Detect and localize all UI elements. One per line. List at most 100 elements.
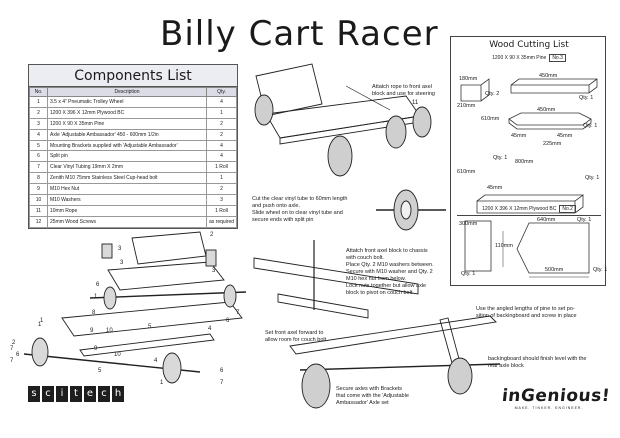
- side-chassis: [289, 315, 497, 355]
- col-description: Description: [47, 87, 207, 97]
- component-no: 3: [29, 117, 48, 130]
- pine-plank-b: [510, 78, 598, 94]
- part-num: 4: [208, 326, 212, 332]
- wood-heading: Wood Cutting List: [489, 40, 569, 50]
- col-no: No.: [29, 87, 48, 97]
- component-no: 2: [29, 106, 48, 119]
- cart-wheel-icon: [327, 135, 353, 177]
- component-no: 1: [29, 96, 48, 108]
- component-desc: 10mm Rope: [47, 204, 207, 217]
- dim-c5: 45mm: [557, 133, 573, 139]
- component-qty: as required: [205, 215, 238, 228]
- wheel-front-right-icon: [223, 284, 237, 308]
- part-num: 1: [38, 322, 42, 328]
- pine-label: 1200 X 90 X 35mm Pine: [492, 55, 547, 61]
- component-qty: 4: [205, 139, 238, 152]
- wood-block-2-icon: [101, 243, 113, 259]
- scitech-letter: h: [112, 386, 124, 402]
- scitech-letter: c: [42, 386, 54, 402]
- component-desc: Split pin: [47, 150, 207, 163]
- component-qty: 2: [205, 117, 238, 130]
- component-desc: 1200 X 396 X 12mm Plywood BC: [47, 106, 207, 119]
- scitech-letter: t: [70, 386, 82, 402]
- chassis-section: [253, 257, 419, 295]
- axle-block-drawing: [253, 240, 419, 319]
- component-no: 10: [29, 194, 48, 206]
- dim-a3: Qty. 2: [485, 91, 500, 97]
- component-qty: 1: [205, 106, 238, 119]
- ingenious-tagline: MAKE. TINKER. ENGINEER.: [514, 406, 584, 410]
- part-num: 6: [220, 368, 224, 374]
- scitech-letter: s: [28, 386, 40, 402]
- component-desc: M10 Washers: [47, 194, 207, 206]
- dim-b1: 450mm: [539, 73, 558, 79]
- dim-c4: 45mm: [511, 133, 527, 139]
- part-num: 6: [16, 352, 20, 358]
- dim-a1: 180mm: [459, 76, 478, 82]
- cart-wheel-icon: [412, 106, 432, 138]
- side-wheel-icon: [447, 357, 473, 395]
- pine-angled-c: [508, 112, 592, 130]
- component-desc: 1200 X 90 X 35mm Pine: [47, 117, 207, 130]
- scitech-letter: i: [56, 386, 68, 402]
- part-num: 4: [154, 358, 158, 364]
- ply-board-f: [516, 222, 590, 274]
- pine-rail: [79, 333, 215, 357]
- component-no: 9: [29, 183, 48, 196]
- seat-board: [107, 261, 225, 291]
- component-qty: 2: [205, 128, 238, 141]
- ply-badge: No.2: [559, 205, 576, 213]
- scitech-letter: c: [98, 386, 110, 402]
- part-num: 9: [90, 328, 94, 334]
- part-num: 7: [220, 380, 224, 386]
- wheel-front-left-icon: [31, 337, 49, 367]
- callout-angled: Use the angled lengths of pine to set po…: [476, 306, 577, 319]
- wheel-rear-right-icon: [162, 352, 182, 384]
- part-num: 1: [160, 380, 164, 386]
- ingenious-logo: inGenious! MAKE. TINKER. ENGINEER.: [501, 386, 611, 410]
- ply-label: 1200 X 396 X 12mm Plywood BC: [482, 206, 557, 212]
- component-qty: 4: [205, 150, 238, 163]
- wood-divider: [457, 215, 601, 216]
- assembled-cart-drawing: [254, 63, 432, 177]
- callout-rope-num: 11: [412, 100, 419, 106]
- dim-a2: 210mm: [457, 103, 476, 109]
- component-qty: 1: [205, 172, 238, 185]
- part-num: 2: [210, 232, 214, 238]
- component-desc: Axle 'Adjustable Ambassador' 450 - 600mm…: [47, 128, 207, 141]
- axle-detail-drawing: [376, 189, 446, 231]
- dim-d5: 45mm: [487, 185, 503, 191]
- part-num: 1: [94, 294, 98, 300]
- component-no: 7: [29, 161, 48, 174]
- part-num: 10: [106, 328, 113, 334]
- dim-d1: Qty. 1: [493, 155, 508, 161]
- part-num: 10: [114, 352, 121, 358]
- part-num: 5: [98, 368, 102, 374]
- cart-wheel-icon: [385, 115, 407, 149]
- dim-c6: 225mm: [543, 141, 562, 147]
- component-desc: Mounting Brackets supplied with 'Adjusta…: [47, 139, 207, 152]
- dim-e6: 500mm: [545, 267, 564, 273]
- ply-board-e: [464, 220, 492, 272]
- axle-block: [277, 293, 369, 319]
- exploded-view-drawing: 3 2 3 6 1 8 10 9 5 4 6 7 1 9 10 7 5 4 1 …: [10, 231, 247, 386]
- dim-c1: 450mm: [537, 107, 556, 113]
- side-wheel-icon: [301, 363, 331, 409]
- part-num: 3: [118, 246, 122, 252]
- dim-d4: Qty. 1: [585, 175, 600, 181]
- dim-c2: 610mm: [481, 116, 500, 122]
- dim-b2: Qty. 1: [579, 95, 594, 101]
- component-desc: Clear Vinyl Tubing 19mm X 2mm: [47, 161, 207, 174]
- part-num: 2: [12, 340, 16, 346]
